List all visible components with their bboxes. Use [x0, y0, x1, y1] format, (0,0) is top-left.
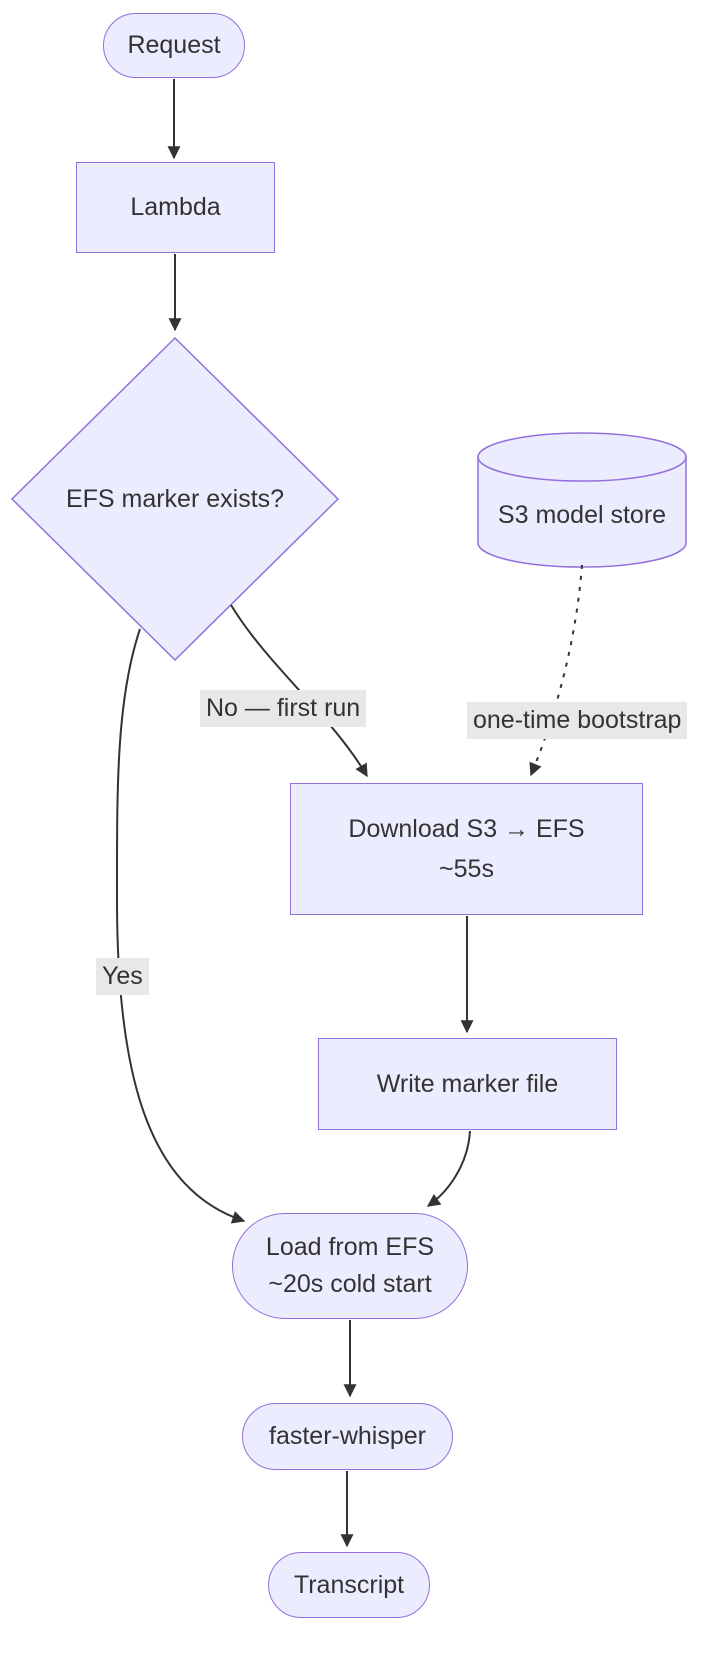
node-faster-whisper: faster-whisper — [242, 1403, 453, 1470]
node-lambda: Lambda — [76, 162, 275, 253]
node-faster-whisper-label: faster-whisper — [269, 1422, 426, 1451]
edge-s3-bootstrap-to-download — [529, 564, 583, 777]
node-write-marker: Write marker file — [318, 1038, 617, 1130]
edge-label-yes: Yes — [96, 958, 149, 996]
node-download-line2: ~55s — [439, 855, 494, 883]
node-decision-label-box: EFS marker exists? — [25, 473, 325, 525]
s3-cylinder-top — [477, 432, 687, 482]
edge-decision-yes-to-load — [115, 628, 246, 1224]
decision-diamond-shape — [10, 336, 340, 662]
node-decision-label: EFS marker exists? — [65, 484, 285, 513]
node-lambda-label: Lambda — [130, 193, 221, 222]
node-load-efs-line2: ~20s cold start — [268, 1270, 432, 1298]
node-s3-store-label-box: S3 model store — [480, 485, 684, 545]
node-transcript-label: Transcript — [293, 1570, 405, 1599]
node-load-efs-line1: Load from EFS — [265, 1232, 435, 1261]
edge-label-one-time-bootstrap: one-time bootstrap — [467, 702, 688, 740]
node-transcript: Transcript — [268, 1552, 430, 1618]
node-request: Request — [103, 13, 245, 78]
node-download-line1: Download S3 → EFS — [348, 815, 585, 843]
node-s3-store-label: S3 model store — [497, 500, 667, 529]
edge-label-no-first-run: No — first run — [200, 690, 367, 728]
node-load-efs: Load from EFS ~20s cold start — [232, 1213, 468, 1319]
node-download: Download S3 → EFS ~55s — [290, 783, 643, 915]
edge-write-marker-to-load — [426, 1130, 471, 1207]
node-write-marker-label: Write marker file — [376, 1069, 559, 1098]
node-request-label: Request — [127, 31, 221, 60]
s3-cylinder-body — [477, 456, 687, 568]
